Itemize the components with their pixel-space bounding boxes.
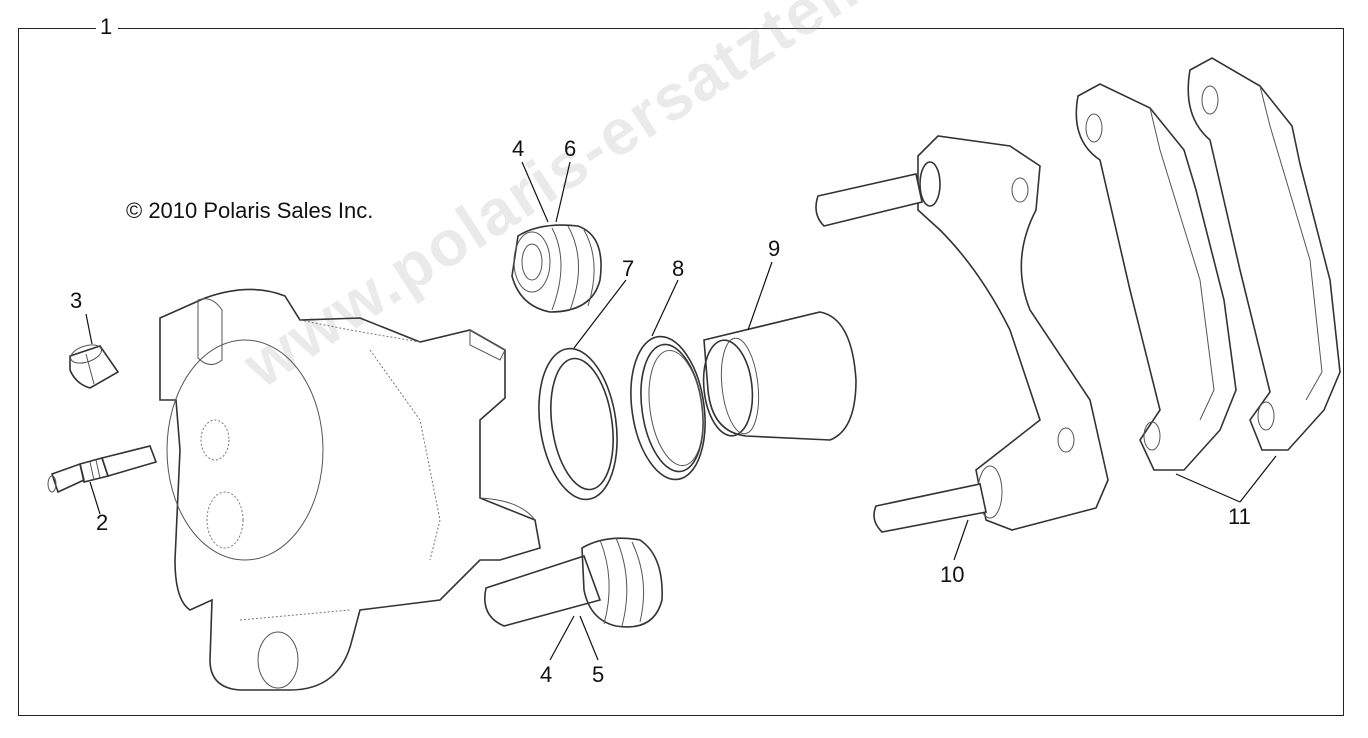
piston-seal — [538, 347, 618, 501]
leader-lines — [85, 161, 1277, 661]
callout-7: 7 — [622, 256, 635, 281]
brake-pads — [1075, 57, 1341, 471]
slide-pin-boot — [511, 224, 602, 313]
callout-4-top: 4 — [512, 136, 525, 161]
diagram-frame — [18, 28, 1344, 716]
callout-4-bottom: 4 — [540, 662, 553, 687]
slide-pin — [484, 537, 663, 628]
copyright-text: © 2010 Polaris Sales Inc. — [126, 198, 374, 223]
caliper-bracket — [815, 135, 1109, 533]
callout-5: 5 — [592, 662, 605, 687]
callout-10: 10 — [940, 562, 965, 587]
bleeder-screw — [47, 445, 158, 494]
callout-6: 6 — [564, 136, 577, 161]
callout-3: 3 — [70, 288, 83, 313]
callout-11: 11 — [1228, 504, 1251, 529]
dust-seal — [630, 335, 706, 481]
callout-1: 1 — [98, 14, 115, 39]
callout-8: 8 — [672, 256, 685, 281]
callout-9: 9 — [768, 236, 781, 261]
bleeder-cap — [69, 344, 120, 389]
piston — [702, 311, 857, 441]
callout-2: 2 — [96, 510, 109, 535]
caliper-body — [159, 288, 541, 691]
